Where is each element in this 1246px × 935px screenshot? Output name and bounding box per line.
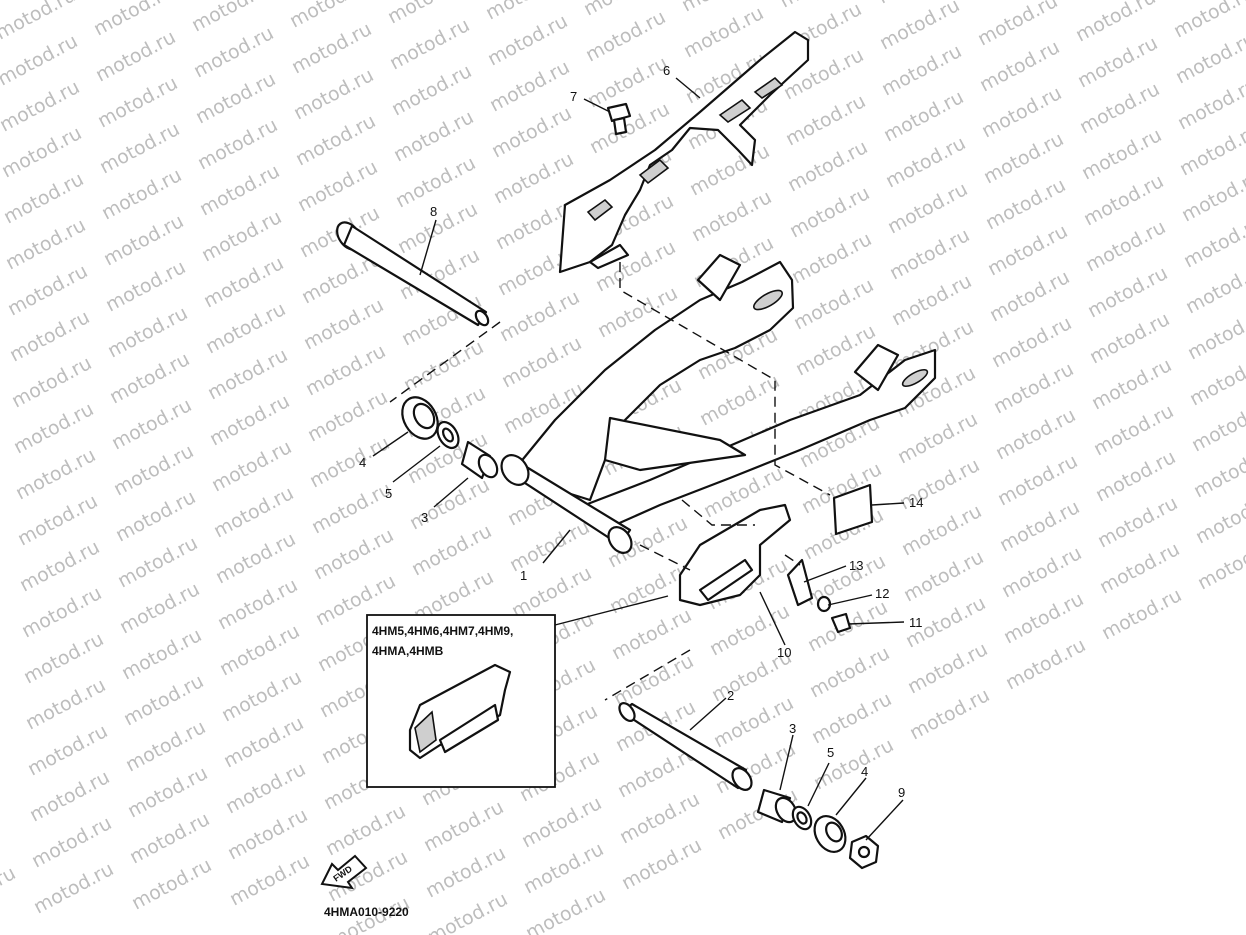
callout-14: 14	[909, 495, 923, 510]
callout-1: 1	[520, 568, 527, 583]
model-list-line1: 4HM5,4HM6,4HM7,4HM9,	[372, 624, 513, 638]
part-2-shaft	[618, 702, 753, 791]
callout-13: 13	[849, 558, 863, 573]
callout-2: 2	[727, 688, 734, 703]
callout-3a: 3	[421, 510, 428, 525]
callout-8: 8	[430, 204, 437, 219]
part-14-label	[832, 483, 874, 536]
part-10-chain-slider-variant	[408, 663, 512, 760]
callout-9: 9	[898, 785, 905, 800]
callout-4b: 4	[861, 764, 868, 779]
model-variant-inset: 4HM5,4HM6,4HM7,4HM9, 4HMA,4HMB	[366, 614, 556, 788]
callout-numbers: 1 2 3 3 4 4 5 5 6 7 8 9 10 10 11 12 13 1…	[359, 63, 923, 800]
part-4-oil-seal-lower	[813, 815, 847, 853]
part-11-screw	[830, 612, 852, 634]
callout-7: 7	[570, 89, 577, 104]
callout-5b: 5	[827, 745, 834, 760]
callout-4a: 4	[359, 455, 366, 470]
callout-12: 12	[875, 586, 889, 601]
assembly-guide-lines	[389, 262, 831, 701]
part-3-bearing-upper	[460, 440, 499, 480]
callout-10a: 10	[777, 645, 791, 660]
part-5-washer-upper	[436, 420, 460, 450]
part-9-nut	[848, 834, 880, 870]
part-7-bolt	[606, 102, 632, 136]
part-12-collar	[816, 595, 832, 613]
callout-5a: 5	[385, 486, 392, 501]
part-10-chain-slider	[678, 503, 792, 607]
model-list-line2: 4HMA,4HMB	[372, 644, 444, 658]
callout-11: 11	[909, 615, 923, 630]
callout-6: 6	[663, 63, 670, 78]
part-8-pivot-shaft	[336, 221, 490, 327]
part-1-swingarm	[500, 253, 937, 554]
fwd-arrow-icon: FWD	[320, 854, 368, 890]
part-5-washer-lower	[791, 805, 813, 831]
watermark-text: motod.ru	[0, 862, 19, 922]
part-3-bearing-lower	[756, 788, 798, 824]
part-13-plate	[786, 558, 814, 607]
part-6-chain-guard	[558, 30, 810, 274]
callout-3b: 3	[789, 721, 796, 736]
diagram-code: 4HMA010-9220	[324, 905, 409, 919]
part-4-oil-seal-upper	[401, 396, 439, 440]
